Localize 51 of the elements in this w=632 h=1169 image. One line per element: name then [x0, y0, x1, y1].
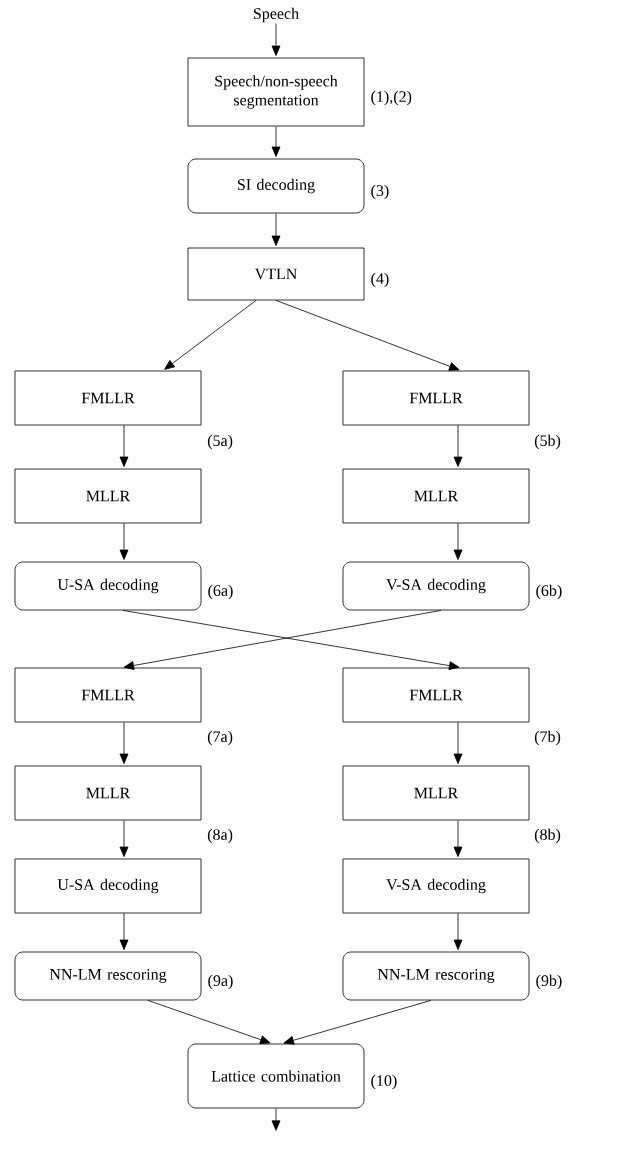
rounded-process-box: V-SA decoding — [342, 561, 530, 611]
process-box: FMLLR — [14, 370, 202, 426]
step-number: (6b) — [536, 584, 562, 600]
step-number: (9b) — [536, 974, 562, 990]
arrow — [119, 722, 129, 764]
arrow — [119, 820, 129, 857]
arrow — [119, 425, 129, 467]
process-box: FMLLR — [342, 667, 530, 723]
process-box: V-SA decoding — [342, 858, 530, 914]
step-number: (6a) — [208, 584, 233, 600]
rounded-process-box: NN-LM rescoring — [342, 951, 530, 1001]
process-box: MLLR — [342, 468, 530, 524]
arrow — [453, 913, 463, 950]
arrow — [164, 300, 257, 370]
step-number: (3) — [371, 184, 389, 200]
process-box: MLLR — [342, 765, 530, 821]
process-box: MLLR — [14, 468, 202, 524]
arrow — [119, 523, 129, 560]
step-number: (7a) — [207, 730, 233, 746]
step-number: (1),(2) — [371, 90, 412, 106]
arrow — [271, 213, 281, 246]
arrow — [119, 913, 129, 950]
rounded-process-box: Lattice combination — [187, 1043, 365, 1109]
step-number: (4) — [371, 272, 389, 288]
step-number: (8b) — [534, 828, 561, 844]
process-box: FMLLR — [14, 667, 202, 723]
rounded-process-box: U-SA decoding — [14, 561, 202, 611]
process-box: FMLLR — [342, 370, 530, 426]
arrow — [275, 300, 460, 371]
arrow — [453, 425, 463, 467]
process-box: Speech/non-speech segmentation — [187, 57, 365, 127]
process-box: MLLR — [14, 765, 202, 821]
process-box: U-SA decoding — [14, 858, 202, 914]
step-number: (9a) — [208, 974, 233, 990]
arrow — [283, 1000, 432, 1045]
arrow — [147, 1000, 271, 1044]
rounded-process-box: NN-LM rescoring — [14, 951, 202, 1001]
step-number: (8a) — [207, 828, 233, 844]
arrow — [453, 820, 463, 857]
step-number: (7b) — [534, 730, 561, 746]
arrow — [271, 23, 281, 56]
rounded-process-box: SI decoding — [187, 158, 365, 214]
step-number: (5b) — [534, 434, 561, 450]
arrow — [271, 1108, 281, 1131]
input-label: Speech — [253, 7, 299, 23]
arrow — [453, 722, 463, 764]
step-number: (10) — [371, 1074, 397, 1090]
arrow — [453, 523, 463, 560]
step-number: (5a) — [207, 434, 233, 450]
process-box: VTLN — [187, 247, 365, 301]
arrow — [271, 126, 281, 157]
